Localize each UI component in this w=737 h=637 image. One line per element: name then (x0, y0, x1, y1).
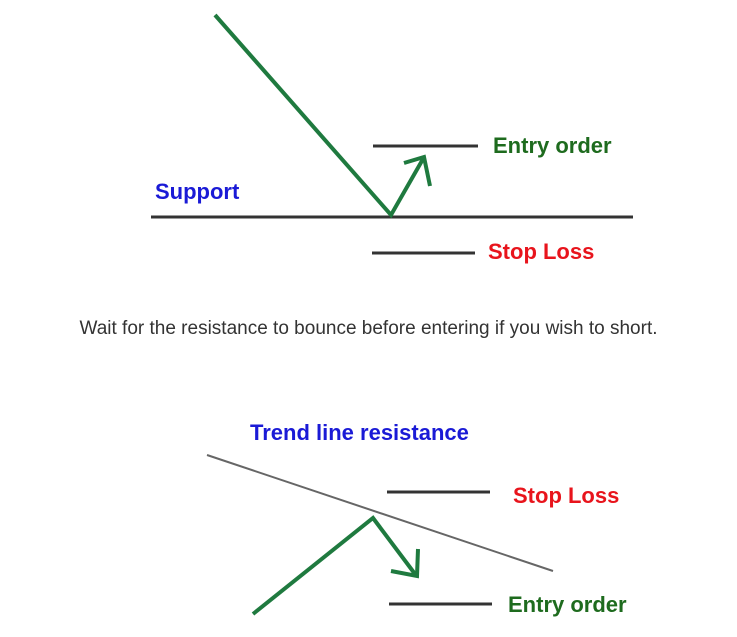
price-path-arrow (251, 515, 417, 616)
arrow-head-down (390, 548, 420, 579)
trend-line-resistance (206, 454, 554, 572)
resistance-bounce-diagram: Trend line resistance Stop Loss Entry or… (0, 400, 737, 637)
stop-loss-label: Stop Loss (488, 239, 594, 264)
support-label: Support (155, 179, 240, 204)
arrow-head-up (403, 154, 432, 187)
entry-order-label: Entry order (493, 133, 612, 158)
support-bounce-svg: Support Entry order Stop Loss (151, 13, 633, 264)
entry-order-label: Entry order (508, 592, 627, 617)
resistance-bounce-svg: Trend line resistance Stop Loss Entry or… (206, 420, 627, 617)
trend-line-resistance-label: Trend line resistance (250, 420, 469, 445)
stop-loss-label: Stop Loss (513, 483, 619, 508)
explanation-caption: Wait for the resistance to bounce before… (79, 318, 658, 339)
support-bounce-diagram: Support Entry order Stop Loss (0, 0, 737, 300)
price-path-arrow (213, 13, 425, 219)
